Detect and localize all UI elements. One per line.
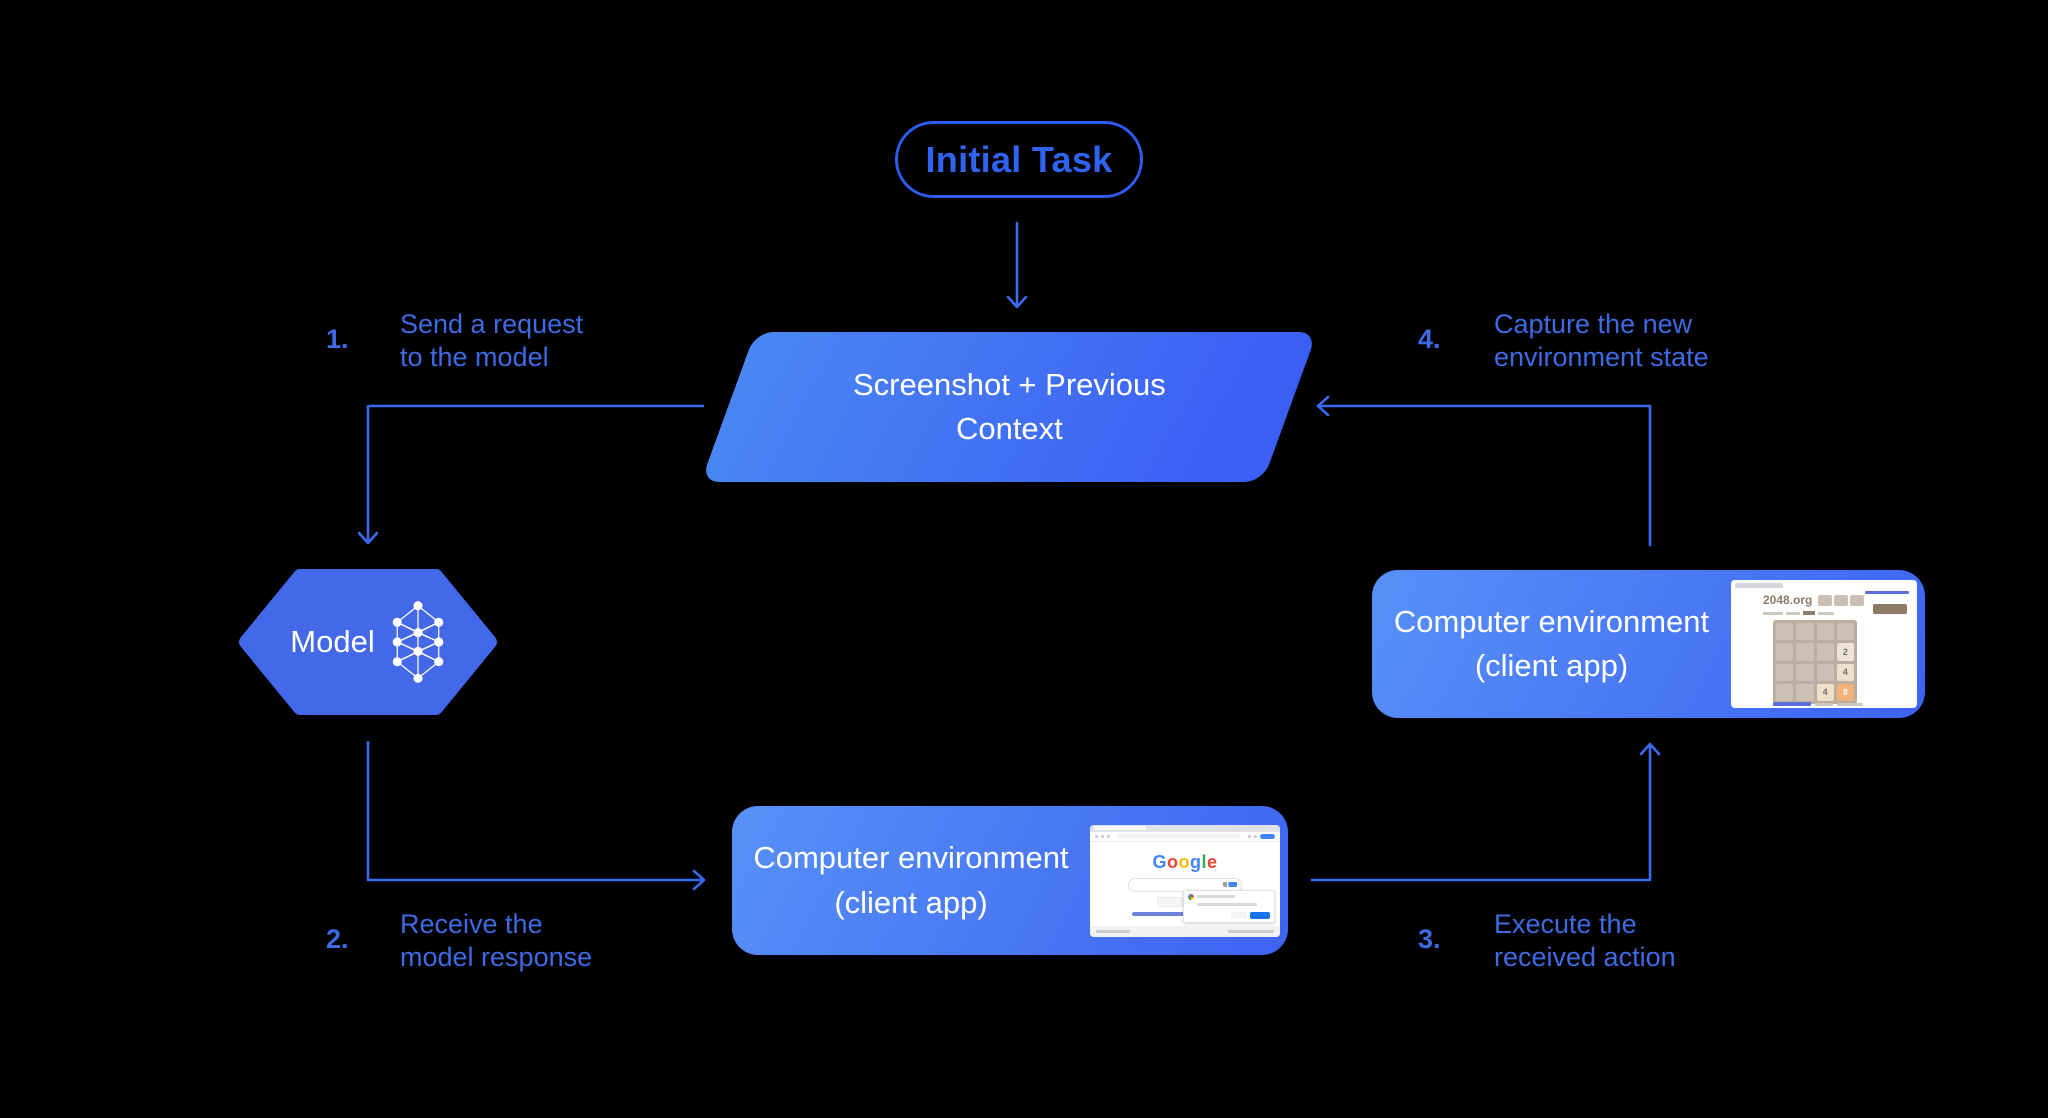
environment-node-2048: Computer environment (client app) 2048.o… [1372,570,1925,718]
initial-task-label: Initial Task [925,138,1113,180]
step-1-label: Send a request to the model [400,309,584,372]
arrow-environment-to-environment [1310,742,1661,882]
arrow-model-to-environment [366,740,706,891]
model-label: Model [290,624,375,659]
dialog-primary-button [1250,911,1270,919]
google-g-icon [1188,893,1194,900]
screenshot-context-node: Screenshot + Previous Context [700,332,1318,482]
tile-4: 4 [1836,663,1854,681]
top-link [1865,591,1909,594]
tile-8: 8 [1836,683,1854,701]
score-boxes [1818,594,1865,606]
intro-text [1763,611,1913,615]
neural-network-icon [392,601,444,683]
dialog-secondary-button [1231,912,1247,918]
step-1-number: 1. [326,324,349,354]
step-3-label: Execute the received action [1494,909,1676,972]
tile-4: 4 [1816,683,1834,701]
profile-button [1260,833,1275,839]
new-game-button [1873,604,1907,614]
browser-tab-bar [1735,583,1783,588]
step-4-label: Capture the new environment state [1494,309,1709,372]
browser-tab-bar [1090,824,1280,832]
environment-label: Computer environment (client app) [1393,603,1710,683]
step-4-number: 4. [1418,324,1441,354]
model-node: Model [238,568,498,716]
google-footer-bar [1090,925,1280,937]
game-2048-screenshot-thumbnail: 2048.org 2 4 4 8 [1731,580,1917,708]
tile-2: 2 [1836,643,1854,661]
bottom-links [1773,702,1863,706]
environment-label: Computer environment (client app) [753,840,1069,920]
environment-node-google: Computer environment (client app) Google [732,806,1288,955]
step-3-number: 3. [1418,924,1441,954]
hexagon-shape [239,569,497,715]
step-2-number: 2. [326,924,349,954]
arrow-task-to-screenshot [1006,221,1028,309]
initial-task-node: Initial Task [895,121,1143,198]
browser-address-bar [1090,831,1280,842]
sign-in-dialog [1183,889,1275,923]
game-title: 2048.org [1763,593,1813,607]
arrow-screenshot-to-model [357,404,705,545]
google-logo: Google [1152,851,1218,872]
arrow-environment-to-screenshot [1316,395,1652,547]
google-screenshot-thumbnail: Google [1090,824,1280,937]
game-grid: 2 4 4 8 [1773,620,1857,704]
step-2-label: Receive the model response [400,909,593,972]
screenshot-context-label: Screenshot + Previous Context [852,366,1166,446]
